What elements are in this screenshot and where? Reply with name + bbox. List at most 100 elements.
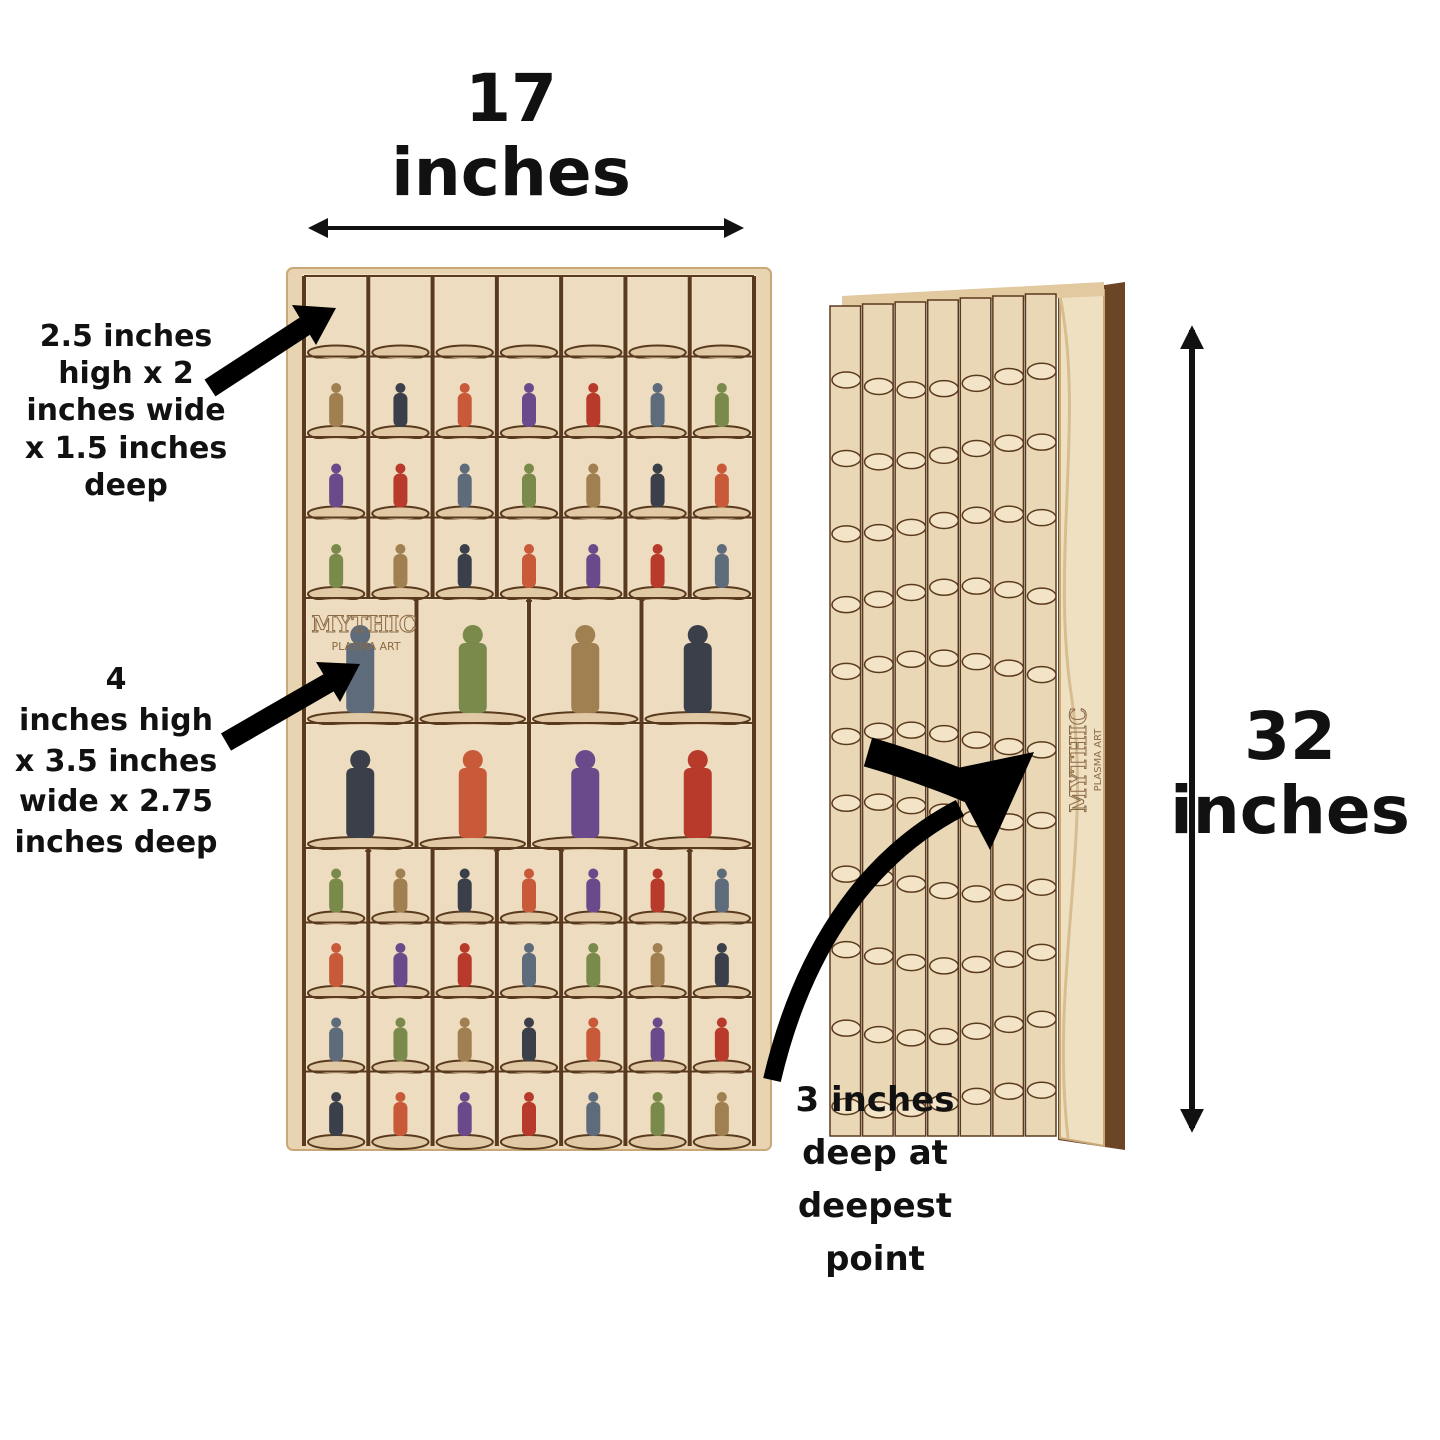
pointer-arrow-icon-large-cell (221, 662, 360, 751)
miniature-figure (683, 643, 712, 713)
miniature-figure-head (459, 544, 470, 554)
miniature-figure-head (588, 463, 599, 474)
side-shelf-lip (994, 659, 1025, 677)
miniature-figure (650, 878, 665, 913)
side-shelf-lip (1026, 1081, 1057, 1099)
miniature-figure (650, 393, 665, 427)
miniature-figure (458, 768, 487, 838)
miniature-figure-head (462, 750, 483, 770)
side-shelf-lip (994, 883, 1025, 902)
side-shelf-lip (1026, 943, 1057, 962)
shelf-cell (371, 278, 430, 355)
miniature-figure (586, 953, 601, 987)
miniature-figure (457, 473, 472, 508)
miniature-figure (522, 878, 536, 913)
shelf-lip (371, 1134, 430, 1150)
miniature-figure-head (524, 868, 534, 879)
side-shelf-lip (1026, 587, 1057, 605)
miniature-figure-head (395, 943, 406, 953)
side-shelf-lip (1026, 1010, 1057, 1028)
side-shelf-lip (994, 1015, 1025, 1034)
miniature-figure (714, 953, 729, 987)
miniature-figure (393, 393, 408, 427)
side-shelf-lip (961, 885, 992, 903)
side-shelf-lip (863, 1101, 894, 1119)
miniature-figure-head (652, 544, 663, 554)
miniature-figure (650, 953, 665, 987)
miniature-figure-head (395, 383, 406, 393)
miniature-figure-head (588, 868, 599, 879)
miniature-figure (586, 473, 601, 508)
side-column (992, 295, 1025, 1137)
side-shelf-wave-edge (1058, 295, 1079, 1139)
side-shelf-lip (1026, 433, 1057, 451)
front-shelf: MYTHIC PLASMA ART (286, 267, 772, 1151)
miniature-figure (683, 768, 712, 838)
side-shelf-lip (928, 1094, 960, 1112)
miniature-figure-head (459, 943, 470, 953)
miniature-figure (393, 554, 408, 588)
miniature-figure-head (331, 868, 342, 879)
side-shelf-lip (863, 655, 894, 674)
miniature-figure-head (395, 1092, 406, 1102)
miniature-figure (522, 554, 536, 588)
miniature-figure (458, 643, 487, 713)
side-shelf-lip (863, 1025, 894, 1044)
side-column (861, 303, 894, 1137)
miniature-figure (393, 878, 408, 913)
miniature-figure-head (687, 750, 708, 770)
miniature-figure-head (716, 943, 727, 953)
side-shelf-lip (928, 578, 960, 597)
side-shelf-lip (896, 796, 927, 815)
side-shelf-lip (994, 367, 1025, 386)
side-shelf-lip (896, 1099, 927, 1118)
miniature-figure (346, 768, 375, 838)
large-cell-dimension-label: 4 inches high x 3.5 inches wide x 2.75 i… (14, 662, 218, 861)
side-shelf-lip (1026, 362, 1057, 381)
side-shelf-lip (863, 590, 894, 609)
miniature-figure (586, 554, 601, 588)
side-shelf-lip (863, 377, 894, 396)
miniature-figure (650, 1102, 665, 1136)
side-shelf-lip (961, 1087, 992, 1106)
miniature-figure-head (716, 544, 727, 554)
miniature-figure-head (588, 544, 599, 554)
miniature-figure-head (588, 1017, 599, 1028)
shelf-cell (435, 278, 494, 355)
miniature-figure (522, 953, 536, 987)
miniature-figure (714, 393, 729, 427)
height-dimension-label: 32 inches (1170, 698, 1410, 849)
side-shelf-lip (928, 446, 960, 465)
miniature-figures (329, 383, 729, 1136)
miniature-figure-head (459, 1017, 470, 1028)
side-shelf-lip (961, 1022, 992, 1040)
side-shelf-lip (1026, 665, 1057, 684)
miniature-figure-head (331, 383, 342, 393)
miniature-figure-head (652, 383, 663, 393)
side-shelf-lip (863, 453, 894, 471)
side-shelf-lip (928, 957, 960, 975)
side-column (959, 297, 992, 1137)
miniature-figure-head (395, 868, 406, 879)
miniature-figure-head (350, 750, 371, 770)
side-shelf-lip (896, 953, 927, 972)
shelf-lip (628, 1134, 687, 1150)
miniature-figure-head (395, 544, 406, 554)
side-shelf-lip (863, 523, 894, 542)
side-shelf-lip (928, 379, 960, 398)
miniature-figure (522, 1027, 536, 1062)
miniature-figure-head (462, 625, 483, 645)
miniature-figure (522, 1102, 536, 1136)
miniature-figure (714, 473, 729, 508)
shelf-cell (499, 278, 559, 355)
side-shelf-lip (896, 1029, 927, 1047)
miniature-figure-head (459, 463, 470, 474)
miniature-figure-head (524, 463, 534, 474)
miniature-figure-head (331, 463, 342, 474)
miniature-figure-head (716, 1092, 727, 1102)
side-shelf: MYTHIC PLASMA ART (829, 282, 1125, 1150)
side-shelf-lip (896, 721, 927, 739)
miniature-figure-head (652, 868, 663, 879)
side-shelf-lip (896, 518, 927, 537)
